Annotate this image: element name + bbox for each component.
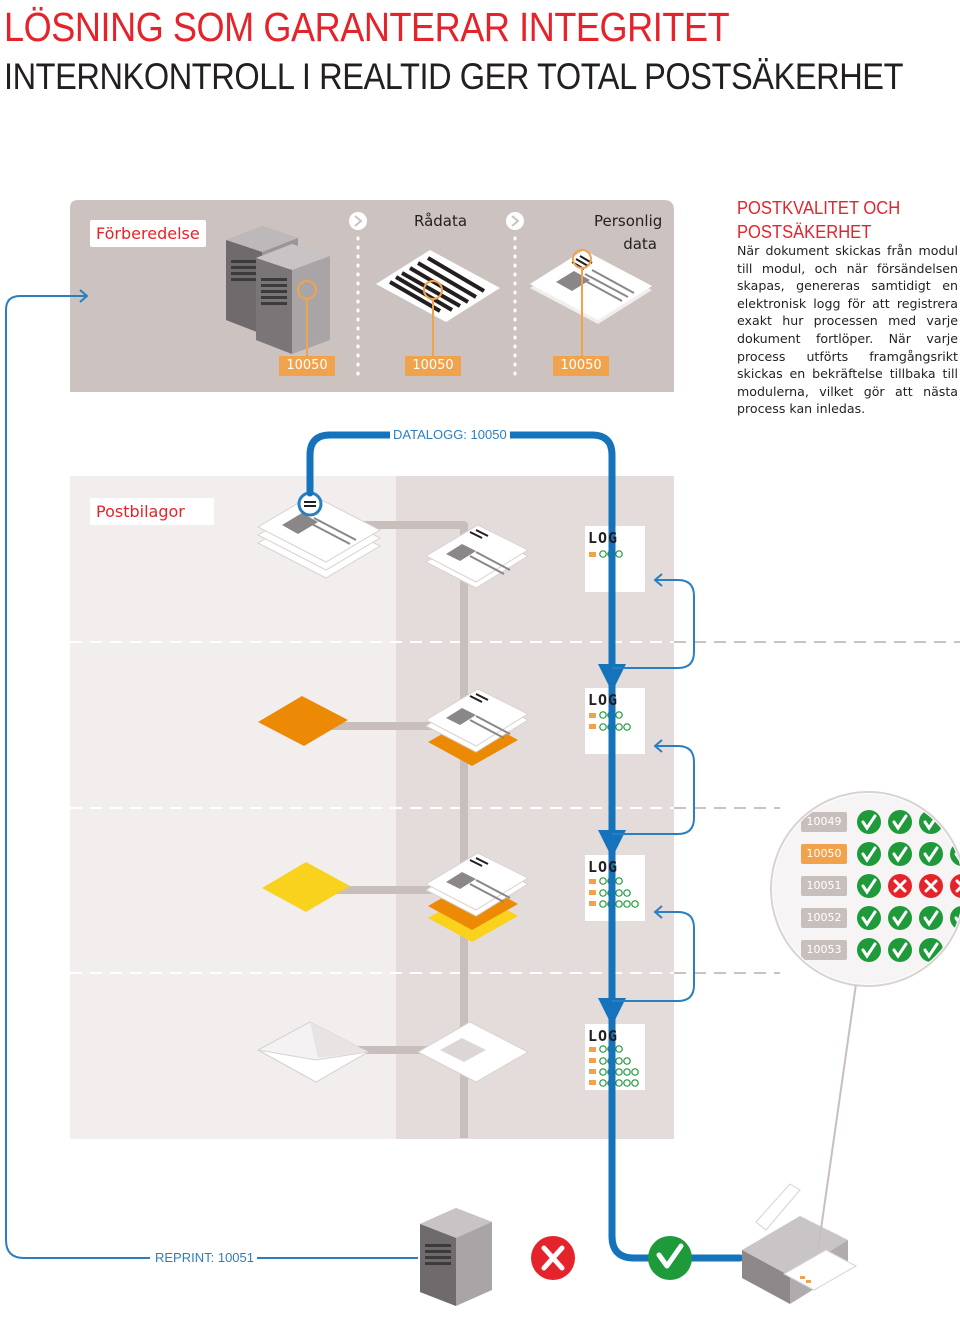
log-table-id: 10050 xyxy=(801,844,847,864)
raw-data-document-icon xyxy=(376,250,500,322)
server-icon xyxy=(256,244,330,354)
id-tag: 10050 xyxy=(405,356,461,376)
letter-with-insert-icon xyxy=(424,688,530,766)
check-icon xyxy=(950,938,960,962)
reprint-server-icon xyxy=(420,1208,492,1306)
chevron-right-icon xyxy=(506,212,524,230)
preparation-panel xyxy=(70,200,674,392)
reprint-label: REPRINT: 10051 xyxy=(152,1250,257,1265)
log-table-id: 10051 xyxy=(801,876,847,896)
yellow-insert-icon xyxy=(262,862,350,912)
printer-icon xyxy=(742,1183,858,1304)
check-icon xyxy=(888,938,912,962)
stage-raw-data: Rådata xyxy=(414,212,468,230)
open-envelope-icon xyxy=(256,1021,370,1083)
check-icon xyxy=(919,938,943,962)
check-icon xyxy=(888,906,912,930)
personal-document-icon xyxy=(530,250,652,324)
page-subtitle: INTERNKONTROLL I REALTID GER TOTAL POSTS… xyxy=(4,56,904,97)
check-icon xyxy=(888,842,912,866)
check-icon xyxy=(857,874,881,898)
sidebar-title: POSTKVALITET OCH POSTSÄKERHET xyxy=(737,198,901,242)
log-table-status-marks xyxy=(857,810,960,962)
sealed-envelope-icon xyxy=(416,1021,530,1083)
page-title: LÖSNING SOM GARANTERAR INTEGRITET xyxy=(4,4,730,50)
check-icon xyxy=(857,842,881,866)
check-icon xyxy=(950,842,960,866)
stage-personal-data-line1: Personlig xyxy=(594,212,663,230)
cross-icon xyxy=(919,874,943,898)
preparation-label: Förberedelse xyxy=(90,220,206,247)
log-table-id: 10049 xyxy=(801,812,847,832)
success-icon xyxy=(648,1236,692,1280)
datalog-label: DATALOGG: 10050 xyxy=(390,427,510,442)
id-tag: 10050 xyxy=(279,356,335,376)
sidebar-body: När dokument skickas från modul till mod… xyxy=(737,243,958,417)
postbilagor-label: Postbilagor xyxy=(90,498,214,525)
id-tag: 10050 xyxy=(553,356,609,376)
log-table-id: 10052 xyxy=(801,908,847,928)
log-card-label: LOG xyxy=(588,858,619,876)
check-icon xyxy=(919,906,943,930)
log-card-label: LOG xyxy=(588,529,619,547)
check-icon xyxy=(950,906,960,930)
check-icon xyxy=(950,810,960,834)
check-icon xyxy=(919,810,943,834)
fail-icon xyxy=(531,1236,575,1280)
log-table: 10049 10050 10051 10052 10053 xyxy=(773,794,960,984)
cross-icon xyxy=(950,874,960,898)
log-table-id: 10053 xyxy=(801,940,847,960)
check-icon xyxy=(888,810,912,834)
stage-personal-data-line2: data xyxy=(623,235,657,253)
check-icon xyxy=(857,810,881,834)
check-icon xyxy=(857,906,881,930)
log-card-label: LOG xyxy=(588,1027,619,1045)
log-card-label: LOG xyxy=(588,691,619,709)
chevron-right-icon xyxy=(349,212,367,230)
cross-icon xyxy=(888,874,912,898)
check-icon xyxy=(919,842,943,866)
letter-stack-icon xyxy=(256,494,382,579)
letter-icon xyxy=(424,524,530,589)
letter-with-inserts-icon xyxy=(424,852,530,942)
check-icon xyxy=(857,938,881,962)
orange-insert-icon xyxy=(258,696,348,746)
